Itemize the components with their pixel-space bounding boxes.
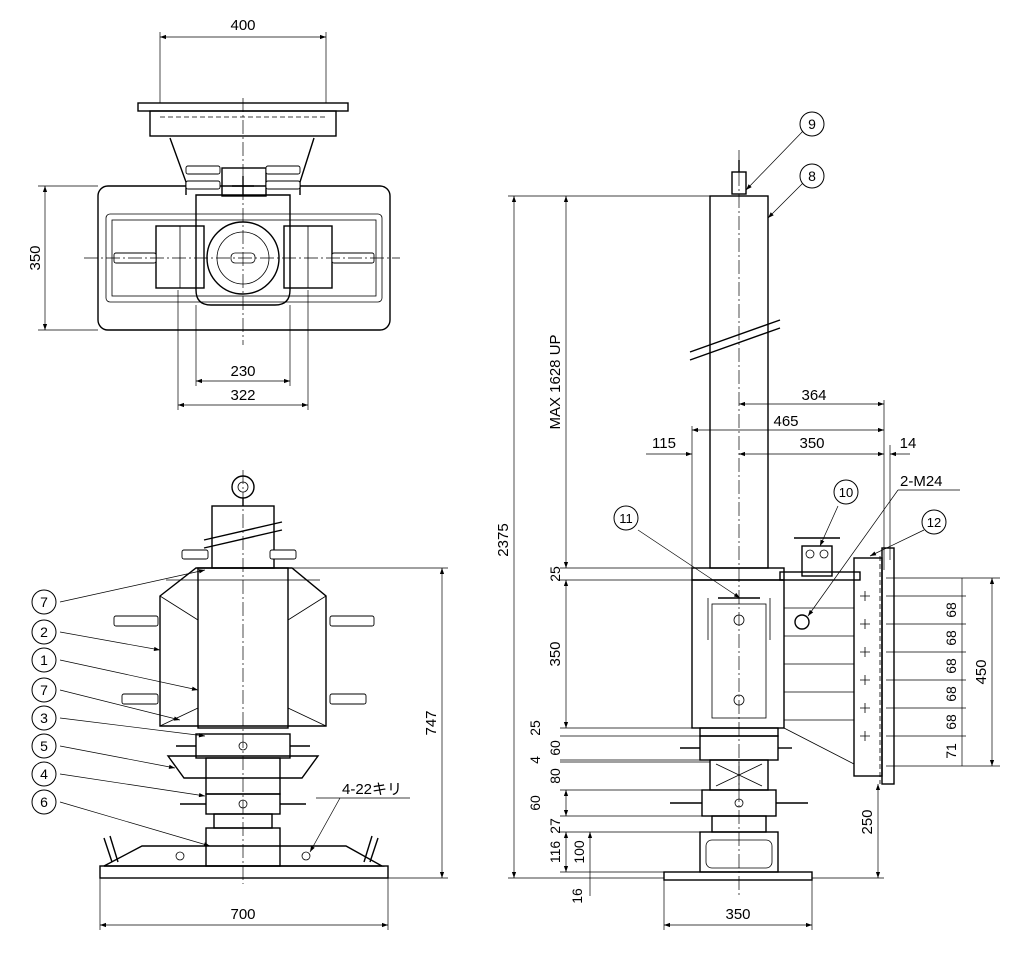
dim-2375: 2375 [495, 523, 512, 556]
dim-450: 450 [973, 659, 990, 684]
side-view: 9 8 10 11 12 2-M24 364 465 115 350 14 23… [495, 111, 1000, 930]
balloon-8: 8 [808, 168, 816, 184]
dim-v25a: 25 [547, 566, 563, 582]
balloon-10: 10 [839, 485, 853, 500]
dim-v25b: 25 [527, 720, 543, 736]
dim-400: 400 [230, 17, 255, 34]
balloon-9: 9 [808, 116, 816, 132]
dim-350-side-top: 350 [799, 435, 824, 452]
dim-v350: 350 [547, 641, 564, 666]
dim-v27: 27 [547, 818, 563, 834]
dim-230: 230 [230, 363, 255, 380]
holes-label: 4-22キリ [342, 781, 402, 798]
balloon-4: 4 [40, 766, 48, 782]
balloon-3: 3 [40, 710, 48, 726]
balloon-group-front: 7 2 1 7 3 5 4 6 [31, 569, 211, 847]
dim-364: 364 [801, 387, 826, 404]
top-view: 400 350 230 322 [27, 17, 400, 410]
balloon-7b: 7 [40, 682, 48, 698]
dim-max-up: MAX 1628 UP [547, 334, 564, 429]
dim-465: 465 [773, 413, 798, 430]
dim-p68-5: 68 [943, 714, 959, 730]
balloon-5: 5 [40, 738, 48, 754]
dim-350-top: 350 [27, 245, 44, 270]
dim-p68-1: 68 [943, 602, 959, 618]
balloon-12: 12 [927, 515, 941, 530]
dim-p68-3: 68 [943, 658, 959, 674]
balloon-group-side: 9 8 10 11 12 [613, 111, 947, 599]
dim-v80: 80 [547, 768, 563, 784]
balloon-6: 6 [40, 794, 48, 810]
dim-p68-4: 68 [943, 686, 959, 702]
dim-14: 14 [900, 435, 917, 452]
dim-115: 115 [652, 435, 676, 452]
dim-p68-2: 68 [943, 630, 959, 646]
dim-v116: 116 [547, 841, 563, 864]
dim-v60b: 60 [527, 795, 543, 811]
dim-700: 700 [230, 906, 255, 923]
dim-p71: 71 [943, 743, 959, 759]
balloon-11: 11 [619, 511, 633, 526]
dim-v100: 100 [571, 840, 587, 864]
dim-322: 322 [230, 387, 255, 404]
dim-v4: 4 [527, 756, 543, 764]
dim-v60a: 60 [547, 740, 563, 756]
dim-350-base: 350 [725, 906, 750, 923]
front-view: 7 2 1 7 3 5 4 6 4-22キリ 747 700 [31, 470, 448, 930]
thread-label: 2-M24 [900, 473, 943, 490]
bolt-marks [860, 591, 870, 741]
balloon-7a: 7 [40, 594, 48, 610]
dim-v16: 16 [569, 888, 585, 904]
dim-747: 747 [423, 710, 440, 735]
dim-250: 250 [859, 809, 876, 834]
balloon-2: 2 [40, 624, 48, 640]
balloon-1: 1 [40, 652, 48, 668]
